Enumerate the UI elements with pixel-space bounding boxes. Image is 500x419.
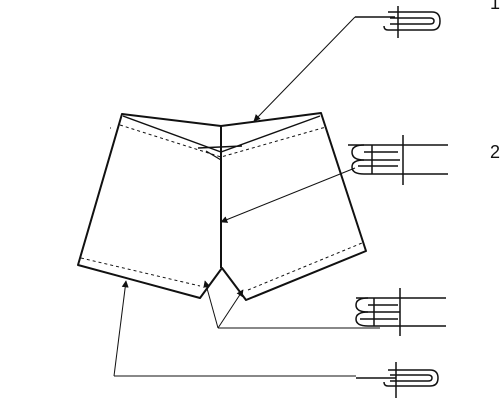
edge-mark-2: 2 <box>490 142 500 162</box>
stitch-symbol-waistband <box>355 6 441 38</box>
hem-seams <box>80 242 363 291</box>
stitch-symbol-center-seam <box>348 135 448 185</box>
waistband-fold <box>122 115 321 153</box>
leader-center-seam <box>220 167 356 223</box>
leader-hem <box>113 280 356 377</box>
shorts-outline <box>77 112 367 301</box>
waistband-seam <box>110 124 327 158</box>
leader-waistband <box>253 16 356 122</box>
leader-inseam <box>203 280 380 329</box>
stitch-symbol-inseam <box>355 288 446 336</box>
edge-mark-1: 1 <box>490 0 500 13</box>
stitch-symbol-hem <box>356 362 439 398</box>
